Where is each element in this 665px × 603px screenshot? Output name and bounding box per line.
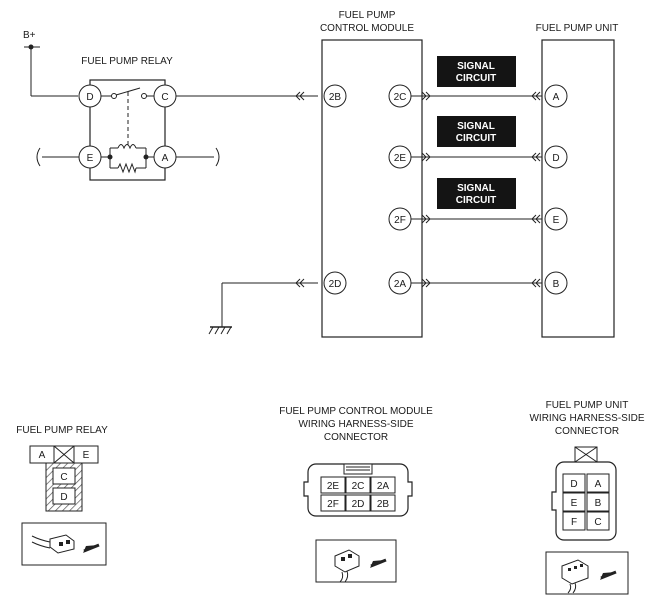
module-pin-2b: 2B	[323, 84, 347, 108]
svg-text:E: E	[571, 498, 578, 509]
bottom-unit-title-3: CONNECTOR	[555, 426, 619, 437]
bottom-relay-title: FUEL PUMP RELAY	[16, 425, 108, 436]
svg-text:2A: 2A	[377, 481, 390, 492]
relay-pin-a: A	[153, 145, 177, 169]
svg-text:A: A	[39, 450, 46, 461]
svg-text:2F: 2F	[327, 499, 339, 510]
signal-circuit-label-3: SIGNAL CIRCUIT	[437, 178, 516, 209]
module-connector-view-icon	[315, 539, 397, 583]
relay-title: FUEL PUMP RELAY	[81, 56, 173, 67]
relay-pin-c: C	[153, 84, 177, 108]
svg-text:2F: 2F	[394, 215, 406, 226]
svg-text:SIGNAL: SIGNAL	[457, 121, 495, 132]
relay-pin-d: D	[78, 84, 102, 108]
svg-text:2B: 2B	[329, 92, 342, 103]
svg-text:2D: 2D	[329, 279, 342, 290]
svg-text:2D: 2D	[352, 499, 365, 510]
wire-2c-to-a	[411, 91, 545, 101]
unit-pin-d: D	[544, 145, 568, 169]
module-pin-2c: 2C	[388, 84, 412, 108]
svg-text:2E: 2E	[394, 153, 407, 164]
svg-text:A: A	[162, 153, 169, 164]
svg-text:A: A	[595, 479, 602, 490]
wire-relay-c-to-2b	[176, 91, 318, 101]
svg-text:SIGNAL: SIGNAL	[457, 61, 495, 72]
svg-text:E: E	[87, 153, 94, 164]
svg-text:E: E	[553, 215, 560, 226]
bottom-unit-title-1: FUEL PUMP UNIT	[546, 400, 629, 411]
signal-circuit-label-1: SIGNAL CIRCUIT	[437, 56, 516, 87]
svg-text:CIRCUIT: CIRCUIT	[456, 195, 497, 206]
module-pin-2e: 2E	[388, 145, 412, 169]
svg-text:2C: 2C	[352, 481, 365, 492]
b-plus-terminal	[24, 44, 78, 97]
relay-switch	[101, 87, 154, 146]
svg-text:A: A	[553, 92, 560, 103]
svg-text:C: C	[594, 517, 601, 528]
ground-wire	[221, 278, 318, 327]
wire-2a-to-b	[411, 278, 545, 288]
module-pin-2f: 2F	[388, 207, 412, 231]
unit-pin-a: A	[544, 84, 568, 108]
relay-pin-e: E	[78, 145, 102, 169]
unit-pin-b: B	[544, 271, 568, 295]
bottom-unit-title-2: WIRING HARNESS-SIDE	[529, 413, 644, 424]
ground-icon	[208, 326, 232, 335]
svg-text:2A: 2A	[394, 279, 407, 290]
b-plus-label: B+	[23, 30, 36, 41]
unit-connector-view-icon	[545, 551, 629, 595]
bottom-module-title-1: FUEL PUMP CONTROL MODULE	[279, 406, 433, 417]
svg-text:D: D	[86, 92, 93, 103]
unit-title: FUEL PUMP UNIT	[536, 23, 619, 34]
module-title-line2: CONTROL MODULE	[320, 23, 414, 34]
svg-text:E: E	[83, 450, 90, 461]
svg-text:C: C	[60, 472, 67, 483]
module-pin-2a: 2A	[388, 271, 412, 295]
module-pin-2d: 2D	[323, 271, 347, 295]
module-connector-face: 2E 2C 2A 2F 2D 2B	[303, 463, 413, 517]
svg-text:D: D	[570, 479, 577, 490]
module-title-line1: FUEL PUMP	[339, 10, 396, 21]
relay-coil	[101, 144, 154, 174]
svg-text:SIGNAL: SIGNAL	[457, 183, 495, 194]
relay-coil-wires	[36, 147, 220, 167]
svg-text:2E: 2E	[327, 481, 340, 492]
svg-text:2B: 2B	[377, 499, 390, 510]
unit-pin-e: E	[544, 207, 568, 231]
bottom-module-title-3: CONNECTOR	[324, 432, 388, 443]
wire-2e-to-d	[411, 152, 545, 162]
relay-connector-view-icon	[21, 522, 107, 566]
bottom-module-title-2: WIRING HARNESS-SIDE	[298, 419, 413, 430]
svg-text:CIRCUIT: CIRCUIT	[456, 73, 497, 84]
svg-text:B: B	[553, 279, 560, 290]
svg-text:CIRCUIT: CIRCUIT	[456, 133, 497, 144]
svg-text:D: D	[552, 153, 559, 164]
svg-text:D: D	[60, 492, 67, 503]
relay-connector-face: A E C D	[29, 445, 99, 512]
svg-text:B: B	[595, 498, 602, 509]
svg-text:F: F	[571, 517, 577, 528]
svg-text:C: C	[161, 92, 168, 103]
svg-text:2C: 2C	[394, 92, 407, 103]
unit-connector-face: D A E B F C	[551, 446, 617, 541]
signal-circuit-label-2: SIGNAL CIRCUIT	[437, 116, 516, 147]
wire-2f-to-e	[411, 214, 545, 224]
